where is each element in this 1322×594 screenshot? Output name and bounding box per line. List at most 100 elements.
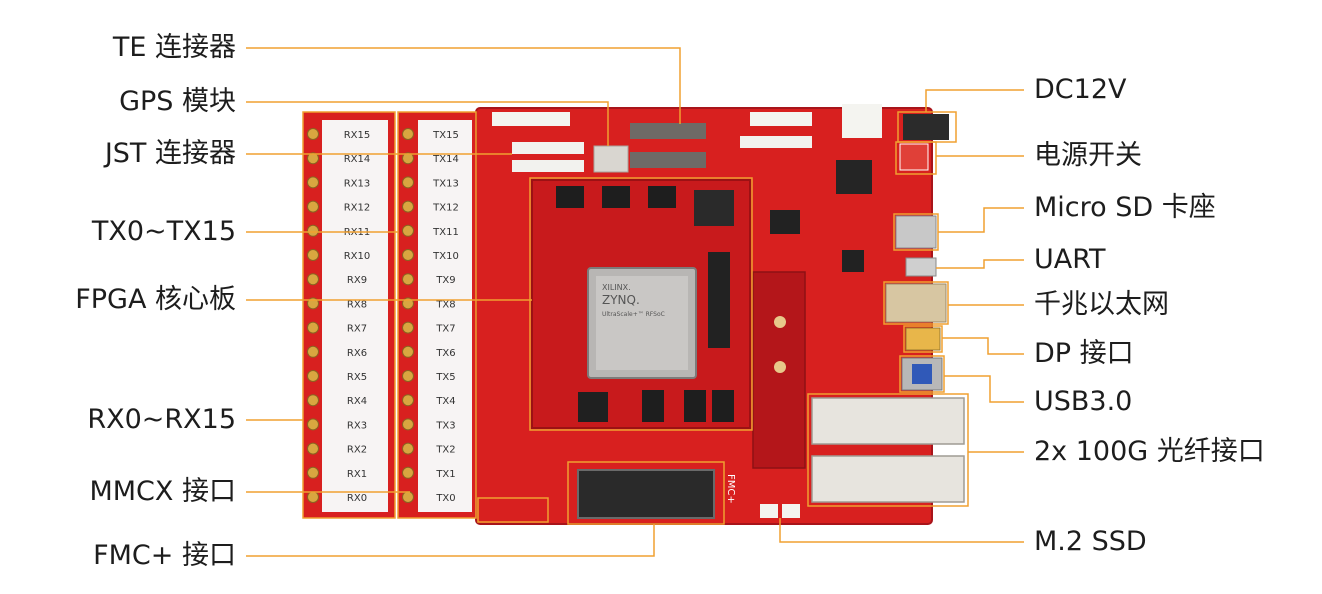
rx-mmcx-5: [307, 249, 319, 261]
tx-label-13: TX2: [435, 445, 455, 456]
tx-label-3: TX12: [432, 203, 459, 214]
qsfp-cage-1: [811, 397, 965, 445]
rx-mmcx-14: [307, 466, 319, 479]
tx-label-4: TX11: [432, 227, 459, 238]
tx-label-0: TX15: [432, 130, 459, 141]
sd-line: [938, 207, 1024, 233]
jst-connector-2: [512, 160, 584, 172]
label-gps: GPS 模块: [119, 86, 236, 117]
ethernet-port: [885, 283, 947, 323]
top-header-1: [492, 112, 570, 126]
tx-label-9: TX6: [435, 348, 455, 359]
dp-port: [905, 327, 941, 351]
te-connector-2: [630, 152, 706, 168]
rx-mmcx-9: [307, 345, 319, 358]
m2-line: [779, 518, 1024, 543]
rx-label-13: RX2: [347, 445, 367, 456]
label-pwr: 电源开关: [1034, 140, 1142, 171]
eth-highlight: [883, 281, 949, 325]
tx-mmcx-13: [402, 442, 414, 455]
dram-chip-2: [602, 186, 630, 208]
rx-mmcx-8: [307, 321, 319, 334]
tx-label-6: TX9: [435, 275, 455, 286]
tx-label-7: TX8: [435, 299, 455, 310]
uart-port: [905, 257, 937, 277]
tx-channel-group: TX15TX14TX13TX12TX11TX10TX9TX8TX7TX6TX5T…: [402, 128, 459, 504]
rx-label-8: RX7: [347, 324, 367, 335]
rx-mmcx-3: [307, 200, 319, 213]
rx-label-14: RX1: [347, 469, 367, 480]
te-line: [246, 47, 681, 124]
rx-mmcx-6: [307, 273, 319, 286]
rx-mmcx-2: [307, 176, 319, 189]
tx-mmcx-12: [402, 418, 414, 431]
tx-mmcx-0: [402, 128, 414, 140]
label-usb: USB3.0: [1034, 386, 1133, 417]
m2-screw: [774, 316, 786, 328]
rx-mmcx-11: [307, 394, 319, 407]
tx-mmcx-1: [402, 152, 414, 165]
rx-label-12: RX3: [347, 420, 367, 431]
m2-screw-2: [774, 361, 786, 373]
tx-mmcx-3: [402, 200, 414, 213]
small-chip: [578, 392, 608, 422]
fpga-highlight: [529, 177, 753, 431]
tx-mmcx-5: [402, 249, 414, 261]
label-dp: DP 接口: [1034, 338, 1134, 369]
tx-label-10: TX5: [435, 372, 455, 383]
usb3-tongue: [912, 364, 932, 384]
tx-label-15: TX0: [435, 493, 455, 504]
dram-chip-5: [684, 390, 706, 422]
ltm-module: [694, 190, 734, 226]
main-chip-2: [842, 250, 864, 272]
m2-header-2: [782, 504, 800, 518]
top-header-3: [842, 104, 882, 138]
gps-module: [593, 145, 629, 173]
tx-mmcx-14: [402, 466, 414, 479]
main-chip-4: [770, 210, 800, 234]
label-qsfp: 2x 100G 光纤接口: [1034, 436, 1265, 467]
mmcx-highlight: [477, 497, 549, 523]
dp-line: [942, 337, 1024, 355]
rx-mmcx-4: [307, 224, 319, 237]
rx-label-7: RX8: [347, 299, 367, 310]
dram-chip-1: [556, 186, 584, 208]
te-connector-1: [630, 123, 706, 139]
dram-chip-6: [712, 390, 734, 422]
tx-mmcx-11: [402, 394, 414, 407]
rx-mmcx-10: [307, 370, 319, 382]
fpga-chip-face: [596, 276, 688, 370]
tx-label-11: TX4: [435, 396, 455, 407]
label-m2: M.2 SSD: [1034, 526, 1147, 557]
qsfp-cage-2: [811, 455, 965, 503]
header-column: [708, 252, 730, 348]
tx-label-8: TX7: [435, 324, 455, 335]
label-dc: DC12V: [1034, 74, 1127, 105]
rx-label-1: RX14: [344, 154, 371, 165]
tx-mmcx-4: [402, 224, 414, 237]
chip-sub: UltraScale+™ RFSoC: [602, 311, 665, 318]
rx-label-5: RX10: [344, 251, 371, 262]
chip-brand: XILINX.: [602, 283, 631, 292]
rx-mmcx-1: [307, 152, 319, 165]
dram-chip-4: [642, 390, 664, 422]
tx-label-1: TX14: [432, 154, 459, 165]
uart-line: [936, 259, 1024, 269]
tx-mmcx-15: [402, 491, 414, 503]
rx-label-2: RX13: [344, 178, 371, 189]
fmc-connector: [577, 469, 715, 519]
label-fpga: FPGA 核心板: [75, 284, 236, 315]
jst-connector-1: [512, 142, 584, 154]
dp-highlight: [903, 325, 943, 353]
fmc-frame: [567, 461, 725, 525]
usb-highlight: [899, 355, 945, 393]
jst-connector-3: [740, 136, 812, 148]
tx-highlight: [397, 111, 477, 519]
rx-label-9: RX6: [347, 348, 367, 359]
rx-label-11: RX4: [347, 396, 367, 407]
label-rx: RX0~RX15: [87, 404, 236, 435]
rx-label-15: RX0: [347, 493, 367, 504]
main-chip-3: [836, 160, 872, 194]
